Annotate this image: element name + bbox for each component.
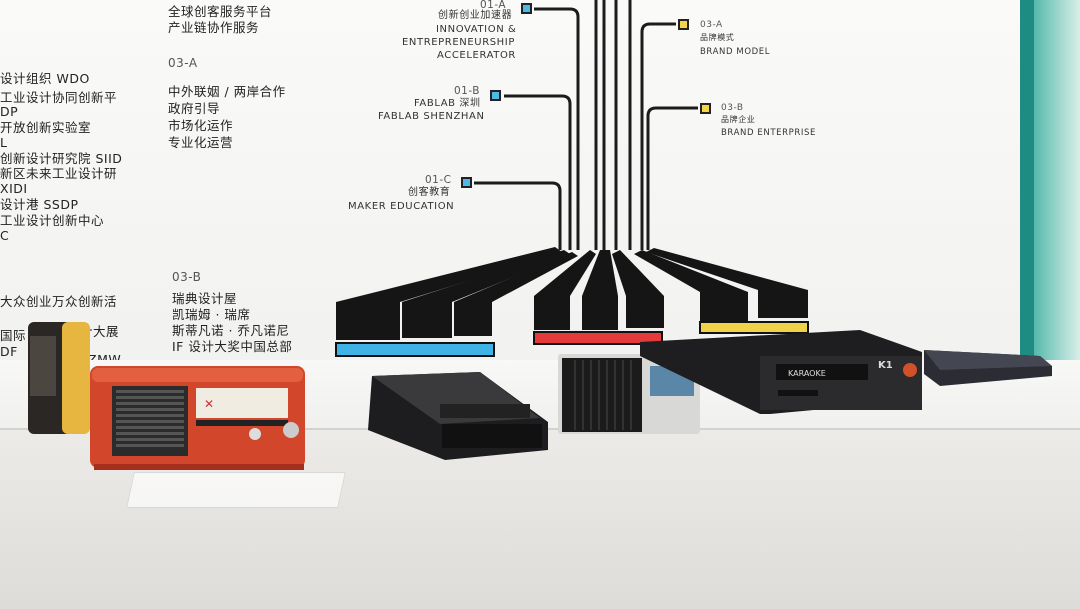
node-01c-code: 01-C <box>425 174 452 186</box>
block-03a-line-1: 中外联姻 / 两岸合作 <box>168 84 286 99</box>
edge-line-13: 大众创业万众创新活 <box>0 294 118 309</box>
fan-strip-6 <box>612 250 664 328</box>
node-01c-cn: 创客教育 <box>408 187 451 198</box>
node-01b-code: 01-B <box>454 85 480 97</box>
fan-strip-5 <box>582 250 618 330</box>
flow-diagram <box>335 0 809 357</box>
edge-line-6: 创新设计研究院 SIID <box>0 151 123 166</box>
block-03b-line-2: 凯瑞姆 · 瑞席 <box>172 307 251 322</box>
device-display: ✕ KARAOKE K1 <box>28 322 1052 470</box>
edge-line-2: 工业设计协同创新平 <box>0 90 118 105</box>
block-03a-line-4: 专业化运营 <box>168 135 234 150</box>
node-03a-cn: 品牌模式 <box>700 33 735 42</box>
small-radio <box>28 322 90 434</box>
edge-line-9: 设计港 SSDP <box>0 197 79 212</box>
node-01b-en1: FABLAB SHENZHAN <box>378 111 485 122</box>
node-03b-en1: BRAND ENTERPRISE <box>721 128 816 138</box>
left-top-line-2: 产业链协作服务 <box>168 20 260 35</box>
edge-line-7: 新区未来工业设计研 <box>0 166 118 181</box>
connector-03b <box>646 106 698 250</box>
red-radio: ✕ <box>90 366 305 470</box>
connector-01c <box>474 181 562 250</box>
window-frame <box>1020 0 1080 380</box>
fan-strip-2 <box>402 250 570 338</box>
node-01c-square <box>461 177 472 188</box>
connector-03a <box>640 22 676 250</box>
node-01a-en2: ENTREPRENEURSHIP <box>402 37 515 48</box>
block-03a-line-3: 市场化运作 <box>168 118 234 133</box>
node-03b-cn: 品牌企业 <box>721 115 756 124</box>
node-03a-en1: BRAND MODEL <box>700 47 771 57</box>
bar-blue <box>335 342 495 357</box>
node-03b-code: 03-B <box>721 103 744 113</box>
svg-text:✕: ✕ <box>204 397 214 411</box>
connector-01b <box>504 94 572 250</box>
portable-tv <box>558 354 700 434</box>
node-01c-en1: MAKER EDUCATION <box>348 201 455 212</box>
edge-line-3: DP <box>0 104 19 119</box>
edge-line-4: 开放创新实验室 <box>0 120 92 135</box>
edge-line-1: 设计组织 WDO <box>0 71 90 86</box>
karaoke-deck: KARAOKE K1 <box>640 330 922 414</box>
karaoke-model: K1 <box>878 360 893 371</box>
node-01a-en3: ACCELERATOR <box>437 50 516 61</box>
block-03b-line-4: IF 设计大奖中国总部 <box>172 339 293 354</box>
node-01b-square <box>490 90 501 101</box>
edge-line-11: C <box>0 228 10 243</box>
cassette-recorder <box>368 372 548 460</box>
edge-line-8: XIDI <box>0 181 28 196</box>
node-01a-square <box>521 3 532 14</box>
bar-yellow <box>699 321 809 334</box>
edge-line-10: 工业设计创新中心 <box>0 213 105 228</box>
node-01a-cn: 创新创业加速器 <box>438 10 513 21</box>
node-03b-square <box>700 103 711 114</box>
dvd-player <box>924 350 1052 386</box>
node-03a-square <box>678 19 689 30</box>
edge-line-5: L <box>0 135 8 150</box>
block-03a-code: 03-A <box>168 56 198 70</box>
block-03b-line-3: 斯蒂凡诺 · 乔凡诺尼 <box>172 323 290 338</box>
bar-red <box>533 331 663 345</box>
fan-strip-7 <box>634 250 748 322</box>
edge-line-14: 国际 <box>0 328 27 343</box>
block-03b-code: 03-B <box>172 270 202 284</box>
node-03a-code: 03-A <box>700 20 723 30</box>
node-01a-en1: INNOVATION & <box>436 24 517 35</box>
fan-strip-4 <box>534 250 596 330</box>
karaoke-label: KARAOKE <box>788 369 826 378</box>
left-top-line-1: 全球创客服务平台 <box>168 4 273 19</box>
fan-strip-3 <box>454 252 578 336</box>
node-01a-code: 01-A <box>480 0 507 11</box>
node-01b-cn: FABLAB 深圳 <box>414 98 481 109</box>
block-03b-line-1: 瑞典设计屋 <box>172 291 238 306</box>
edge-line-16: DF <box>0 344 18 359</box>
fan-strip-8 <box>646 248 808 318</box>
connector-01a <box>534 7 580 250</box>
block-03a-line-2: 政府引导 <box>168 101 221 116</box>
fan-strip-1 <box>336 247 562 340</box>
